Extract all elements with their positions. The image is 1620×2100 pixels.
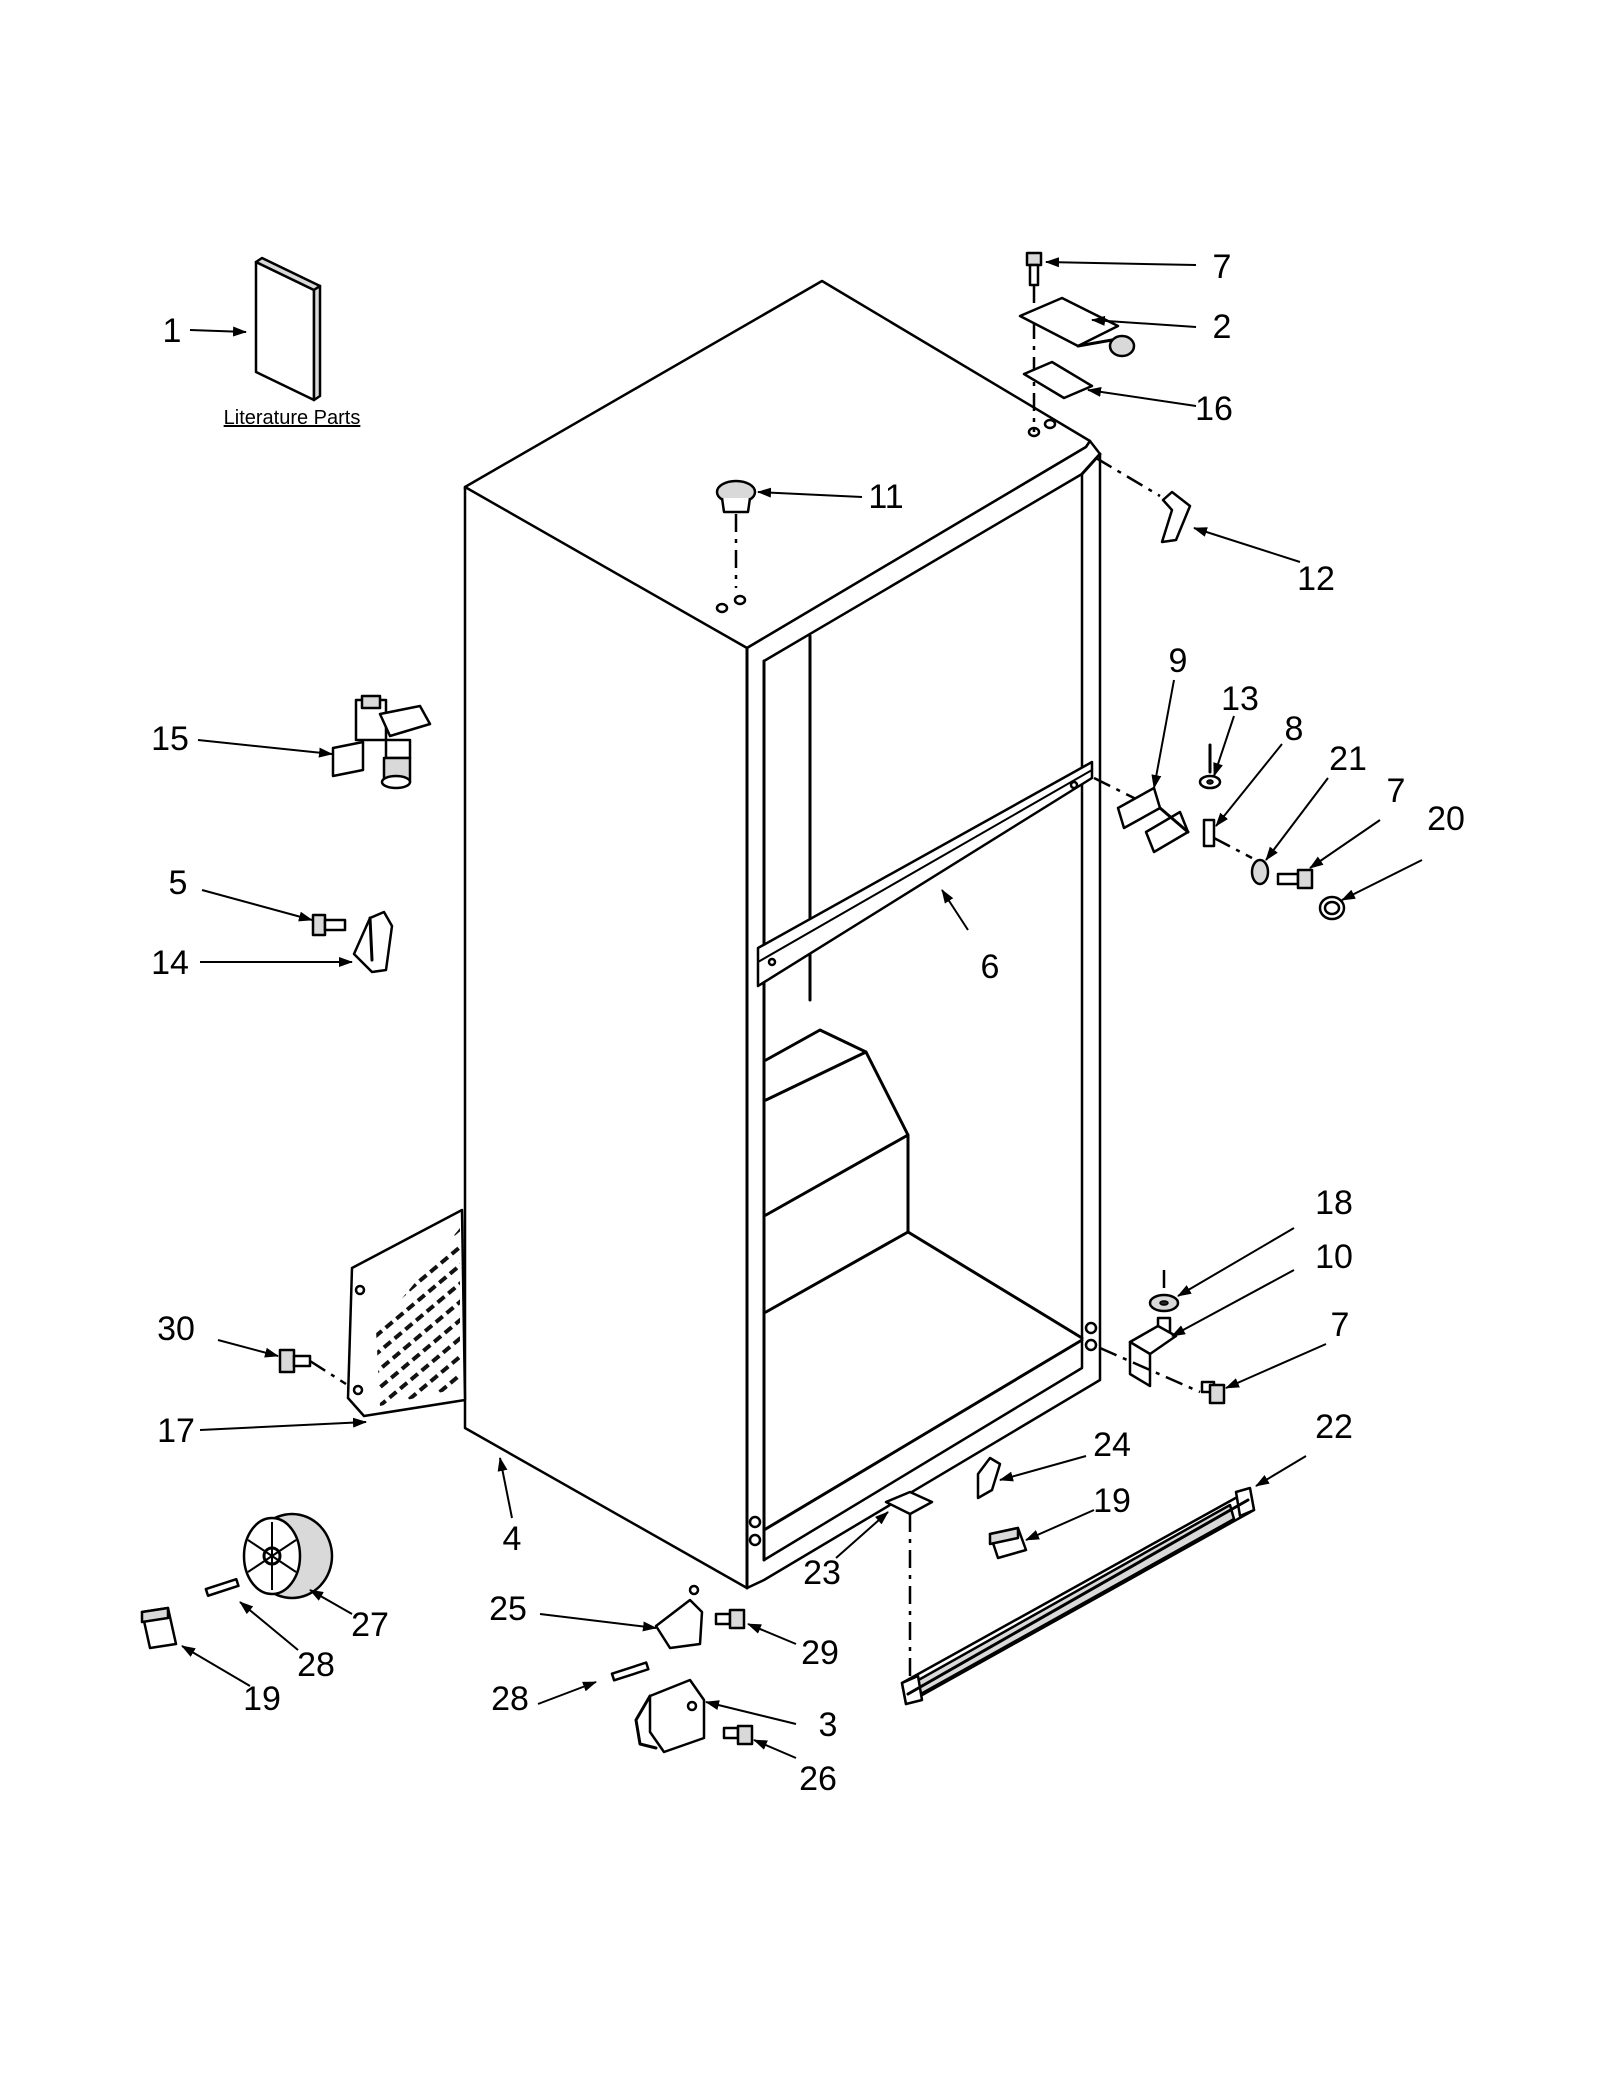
clip-23 bbox=[886, 1492, 932, 1680]
screw-30 bbox=[280, 1350, 346, 1384]
screw-5 bbox=[313, 915, 345, 935]
bracket-14 bbox=[354, 912, 392, 972]
cap-19-right bbox=[990, 1528, 1026, 1558]
callout-26: 26 bbox=[799, 1760, 837, 1798]
callout-2: 2 bbox=[1213, 308, 1232, 346]
callout-5: 5 bbox=[169, 864, 188, 902]
callout-7-center-hinge-screw: 7 bbox=[1387, 772, 1406, 810]
literature-booklet bbox=[256, 258, 320, 400]
front-leveler bbox=[636, 1680, 704, 1752]
callout-12: 12 bbox=[1297, 560, 1335, 598]
hinge-cover bbox=[1096, 458, 1190, 542]
cap-19-left bbox=[142, 1608, 176, 1648]
callout-16: 16 bbox=[1195, 390, 1233, 428]
callout-11: 11 bbox=[868, 478, 903, 516]
callout-29: 29 bbox=[801, 1634, 839, 1672]
callout-27: 27 bbox=[351, 1606, 389, 1644]
callout-3: 3 bbox=[819, 1706, 838, 1744]
roller-wheel bbox=[244, 1514, 332, 1598]
callout-9: 9 bbox=[1169, 642, 1188, 680]
leveler-pin bbox=[612, 1663, 648, 1681]
clip-24 bbox=[978, 1458, 1000, 1498]
callout-8: 8 bbox=[1285, 710, 1304, 748]
callout-21: 21 bbox=[1329, 740, 1367, 778]
screw-26 bbox=[724, 1726, 752, 1744]
callout-10: 10 bbox=[1315, 1238, 1353, 1276]
callout-23: 23 bbox=[803, 1554, 841, 1592]
center-hinge-assembly bbox=[1094, 745, 1344, 919]
toe-grille bbox=[902, 1488, 1254, 1704]
callout-22: 22 bbox=[1315, 1408, 1353, 1446]
roller-axle bbox=[206, 1579, 239, 1596]
callout-6: 6 bbox=[981, 948, 1000, 986]
callout-7-top-hinge-screw: 7 bbox=[1213, 248, 1232, 286]
callout-19-right: 19 bbox=[1093, 1482, 1131, 1520]
callout-25: 25 bbox=[489, 1590, 527, 1628]
bottom-hinge-assembly bbox=[1100, 1270, 1224, 1403]
callout-28-leveler-pin: 28 bbox=[491, 1680, 529, 1718]
callout-15: 15 bbox=[151, 720, 189, 758]
callout-24: 24 bbox=[1093, 1426, 1131, 1464]
callout-1: 1 bbox=[163, 312, 182, 350]
screw-29 bbox=[716, 1610, 744, 1628]
callout-19-left: 19 bbox=[243, 1680, 281, 1718]
rear-access-panel bbox=[348, 1210, 465, 1416]
callout-28-roller-axle: 28 bbox=[297, 1646, 335, 1684]
callout-17: 17 bbox=[157, 1412, 195, 1450]
callout-13: 13 bbox=[1221, 680, 1259, 718]
callout-14: 14 bbox=[151, 944, 189, 982]
literature-parts-label: Literature Parts bbox=[224, 407, 361, 429]
callout-7-bottom-hinge-screw: 7 bbox=[1331, 1306, 1350, 1344]
callout-30: 30 bbox=[157, 1310, 195, 1348]
callout-20: 20 bbox=[1427, 800, 1465, 838]
top-hinge-assembly bbox=[1020, 253, 1134, 432]
leveler-bracket bbox=[656, 1586, 702, 1648]
water-valve bbox=[333, 696, 430, 788]
callout-18: 18 bbox=[1315, 1184, 1353, 1222]
callout-4: 4 bbox=[503, 1520, 522, 1558]
